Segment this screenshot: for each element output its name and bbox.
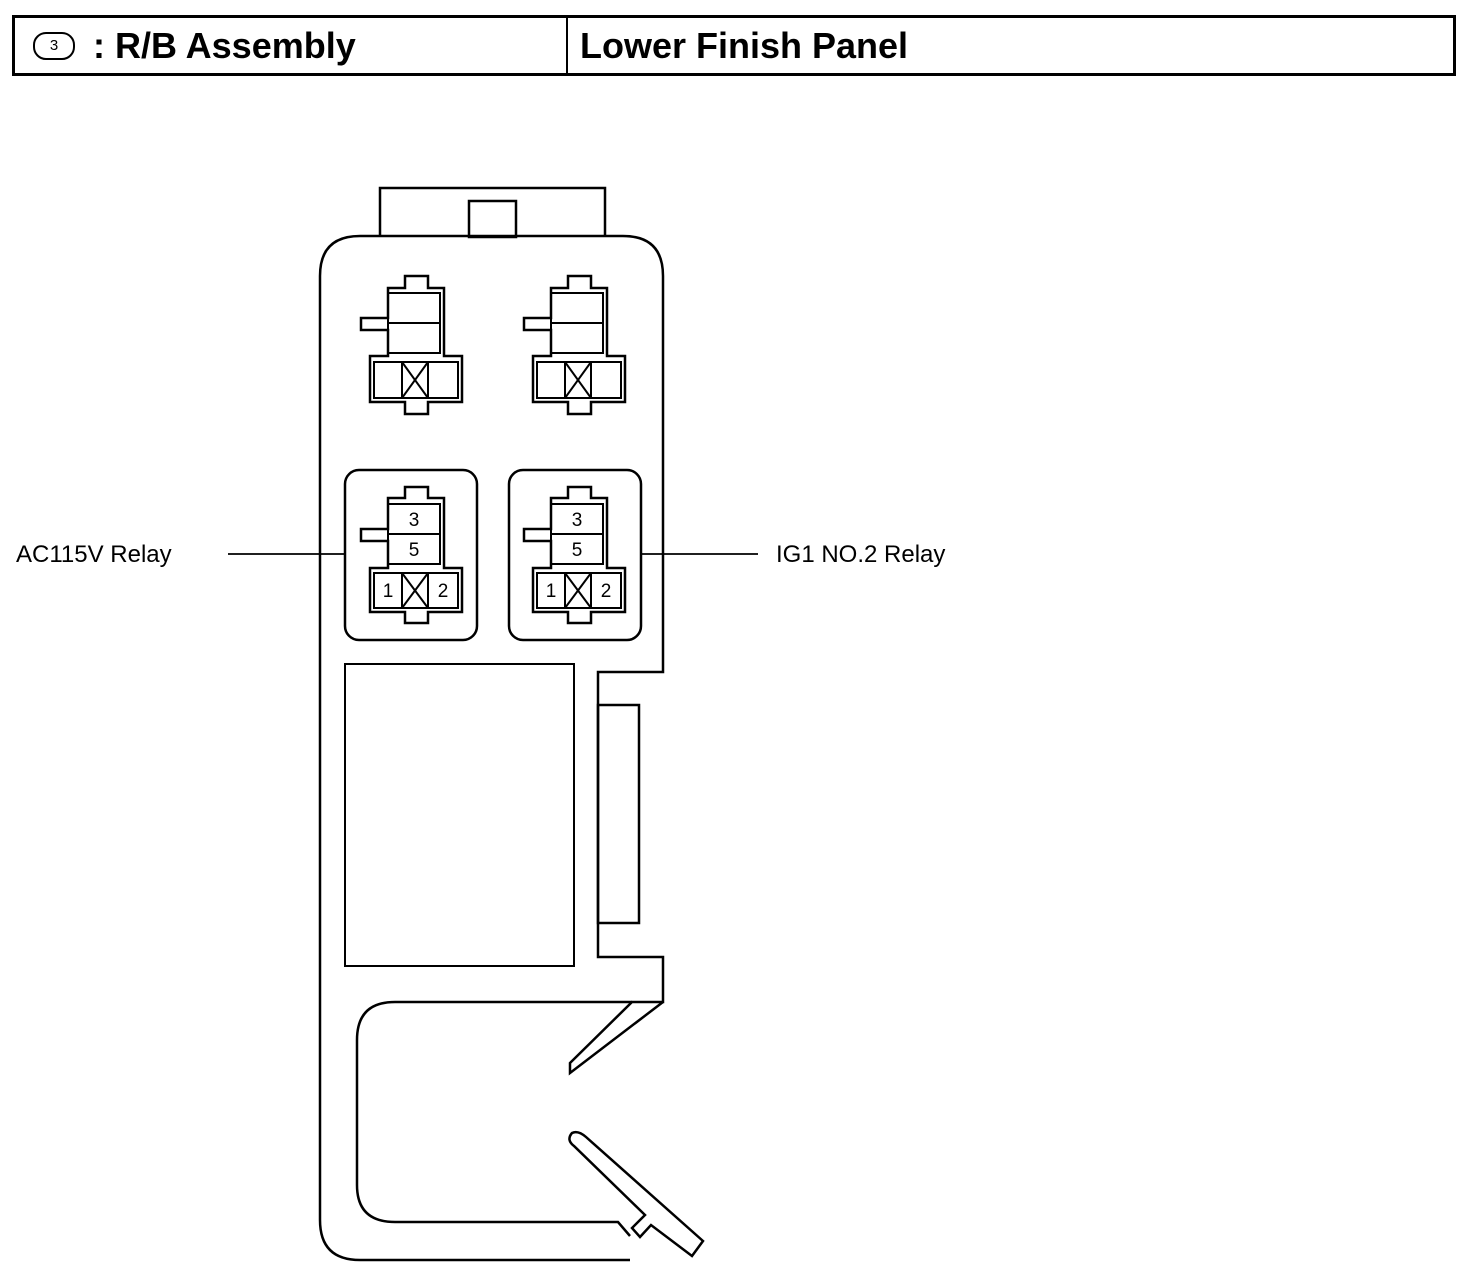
- ig1-pin-5: 5: [572, 540, 583, 561]
- ig1-pin-1: 1: [546, 581, 557, 602]
- empty-socket-right: [522, 274, 627, 416]
- ig1-no2-relay-frame: [507, 468, 643, 642]
- location-label: Lower Finish Panel: [580, 24, 909, 66]
- location-cell: Lower Finish Panel: [568, 18, 1453, 73]
- top-tab: [378, 186, 607, 237]
- blank-panel: [344, 663, 575, 967]
- top-tab-slot: [467, 199, 518, 239]
- connector-number-badge: 3: [33, 31, 75, 60]
- title-bar: 3 : R/B Assembly Lower Finish Panel: [12, 15, 1456, 76]
- ac115v-pin-3: 3: [409, 510, 420, 531]
- ac115v-pin-1: 1: [383, 581, 394, 602]
- connector-title-cell: 3 : R/B Assembly: [15, 18, 568, 73]
- ig1-no2-relay-socket: [522, 485, 627, 625]
- connector-title: R/B Assembly: [115, 24, 356, 66]
- ac115v-relay-socket: [359, 485, 464, 625]
- ac115v-relay-frame: [343, 468, 479, 642]
- hook-inner-outline: [355, 1000, 632, 1237]
- ac115v-pin-5: 5: [409, 540, 420, 561]
- title-separator: :: [93, 24, 105, 66]
- ig1-no2-relay-label: IG1 NO.2 Relay: [776, 541, 945, 568]
- empty-socket-left: [359, 274, 464, 416]
- ig1-pin-3: 3: [572, 510, 583, 531]
- ac115v-relay-label: AC115V Relay: [16, 541, 172, 568]
- block-outline: [318, 234, 705, 1262]
- ac115v-pin-2: 2: [438, 581, 449, 602]
- side-recess: [596, 703, 641, 925]
- ig1-pin-2: 2: [601, 581, 612, 602]
